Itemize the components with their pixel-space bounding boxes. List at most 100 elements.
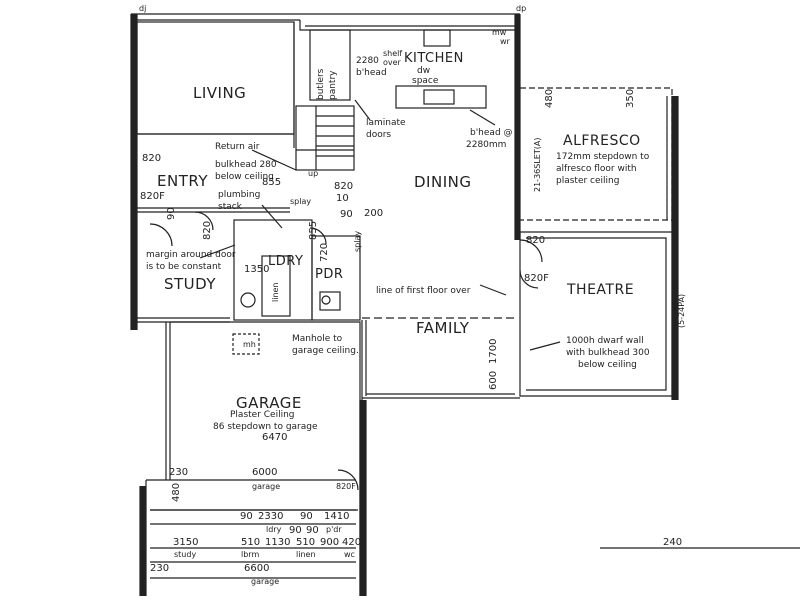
leader-line	[251, 149, 297, 171]
butlers-pantry	[309, 29, 351, 101]
dimension-garage: garage	[252, 482, 281, 491]
exterior-wall	[131, 13, 520, 21]
linen-cupboard	[261, 255, 291, 317]
dimension-1700: 1700	[488, 338, 499, 364]
dimension-90: 90	[289, 525, 302, 536]
dimension-ldry: ldry	[266, 525, 282, 534]
kitchen-island	[395, 85, 487, 109]
dimension-study: study	[174, 550, 197, 559]
dimension-3150: 3150	[173, 537, 199, 548]
leader-line	[199, 244, 236, 259]
kitchen-wall	[299, 20, 515, 31]
note-shelf-over: shelf	[383, 49, 403, 58]
dimension-820: 820	[526, 235, 546, 246]
note-first-floor-line: line of first floor over	[376, 286, 471, 296]
note-manhole: garage ceiling.	[292, 346, 359, 356]
dimension-200: 200	[364, 208, 384, 219]
wall-fill	[515, 14, 520, 240]
note-plumbing: plumbing	[218, 190, 261, 200]
dimension-230: 230	[150, 563, 170, 574]
dimension-900: 900	[320, 537, 340, 548]
wall-fill	[360, 400, 366, 596]
note-splay: splay	[353, 230, 362, 252]
room-label-theatre: THEATRE	[567, 282, 635, 298]
theatre-inner	[526, 237, 667, 391]
note-alfresco: alfresco floor with	[556, 164, 637, 174]
living-room-outline	[136, 21, 295, 135]
dimension-90: 90	[306, 525, 319, 536]
dimension-480: 480	[544, 88, 555, 108]
family-wall	[361, 320, 367, 400]
cooktop	[423, 29, 451, 47]
dimension-90: 90	[240, 511, 253, 522]
room-label-study: STUDY	[164, 275, 217, 293]
note-dp: dp	[516, 4, 527, 13]
dimension-2330: 2330	[258, 511, 284, 522]
laundry-tub	[240, 292, 256, 308]
note-up: up	[308, 169, 319, 178]
note-linen: linen	[271, 282, 280, 302]
note-dwarf-wall: 1000h dwarf wall	[566, 336, 644, 346]
note-bulkhead: below ceiling	[215, 172, 274, 182]
room-label-kitchen: KITCHEN	[404, 51, 464, 66]
dimension-90: 90	[340, 209, 353, 220]
leader-line	[529, 341, 561, 351]
dimension-linen: linen	[296, 550, 316, 559]
dimension-855: 855	[262, 177, 282, 188]
note-alfresco: 172mm stepdown to	[556, 152, 650, 162]
room-label-pdr: PDR	[315, 267, 344, 282]
dimension-garage: garage	[251, 577, 280, 586]
dimension-10: 10	[336, 193, 349, 204]
dimension-420: 420	[342, 537, 362, 548]
stairs	[295, 105, 355, 171]
note-wr: wr	[500, 37, 510, 46]
room-label-family: FAMILY	[416, 319, 470, 337]
dimension-600: 600	[488, 370, 499, 390]
note-bhead-2280: 2280	[356, 56, 379, 66]
family-bottom-wall	[362, 393, 520, 399]
note-plumbing: stack	[218, 202, 242, 212]
theatre-outline	[519, 231, 673, 397]
dimension-855: 855	[308, 220, 319, 240]
leader-line	[261, 204, 283, 229]
note-dj: dj	[139, 4, 147, 13]
dimension-820F: 820F	[140, 191, 165, 202]
note-dw-space: dw	[417, 66, 431, 76]
note-manhole: Manhole to	[292, 334, 343, 344]
note-return-air: Return air	[215, 142, 260, 152]
note-margin-door: is to be constant	[146, 262, 222, 272]
alfresco-wall	[666, 96, 673, 232]
dimension-6000: 6000	[252, 467, 278, 478]
note-butlers-pantry: pantry	[328, 70, 338, 101]
note-garage-ceiling: Plaster Ceiling	[230, 410, 295, 420]
dimension-6470: 6470	[262, 432, 288, 443]
dimension-820: 820	[202, 220, 213, 240]
note-laminate-doors: laminate	[366, 118, 406, 128]
door-swing	[149, 223, 173, 247]
leader-line	[479, 284, 507, 296]
dimension-510: 510	[296, 537, 316, 548]
note-manhole-mark: mh	[243, 340, 256, 349]
pdr-outline	[311, 235, 361, 321]
kitchen-sink	[423, 89, 455, 105]
note-bhead-2280: b'head	[356, 68, 387, 78]
dimension-1130: 1130	[265, 537, 291, 548]
dimension-90: 90	[300, 511, 313, 522]
dimension-line	[150, 479, 356, 579]
note-garage-stepdown: 86 stepdown to garage	[213, 422, 318, 432]
dimension-510: 510	[241, 537, 261, 548]
door-swing	[309, 227, 327, 245]
wall-fill	[140, 486, 146, 596]
door-swing	[519, 269, 539, 289]
dimension-230: 230	[169, 467, 189, 478]
dimension-1350: 1350	[244, 264, 270, 275]
dimension-820F: 820F	[336, 482, 356, 491]
dimension-pdr: p'dr	[326, 525, 342, 534]
wall-fill	[672, 96, 678, 400]
dimension-350: 350	[625, 88, 636, 108]
note-bhead-kitchen: 2280mm	[466, 140, 507, 150]
dimension-820F: 820F	[524, 273, 549, 284]
dimension-6600: 6600	[244, 563, 270, 574]
door-swing	[519, 239, 543, 263]
